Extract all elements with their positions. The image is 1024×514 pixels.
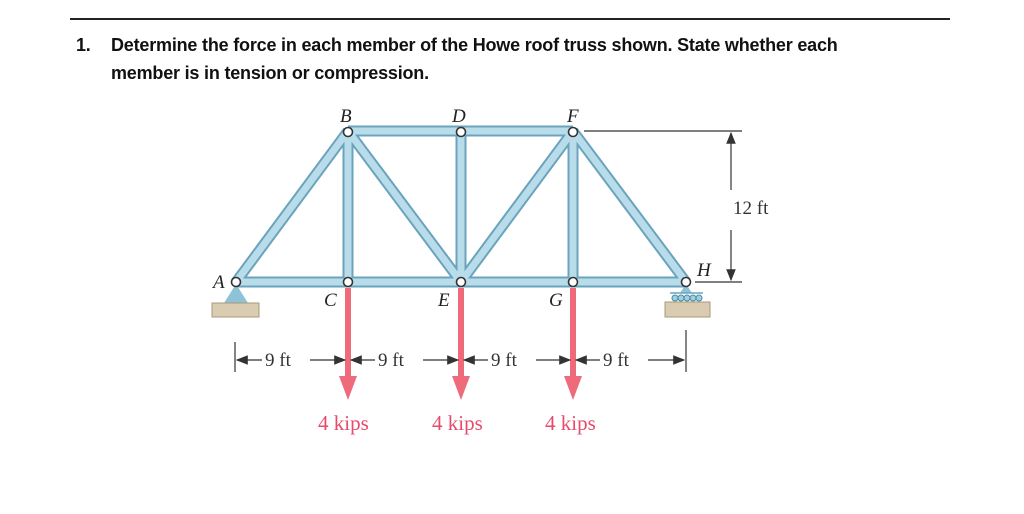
node-label-f: F [566,106,579,127]
top-rule [70,18,950,20]
joint-pins [230,126,692,288]
load-arrows [339,288,582,400]
problem-text-line2: member is in tension or compression. [111,63,429,83]
node-label-c: C [324,290,337,311]
span-dimensions [234,330,687,372]
node-label-b: B [340,106,352,127]
problem-number: 1. [76,35,91,55]
node-label-d: D [451,106,466,127]
load-label-c: 4 kips [318,411,369,435]
span-label-3: 9 ft [491,350,518,371]
pin-support-icon [211,284,260,318]
height-dimension [584,130,742,283]
roller-support-icon [664,284,711,318]
span-label-1: 9 ft [265,350,292,371]
node-label-h: H [696,260,712,281]
problem-text-line1: Determine the force in each member of th… [111,35,838,55]
node-label-g: G [549,290,563,311]
span-label-4: 9 ft [603,350,630,371]
load-label-g: 4 kips [545,411,596,435]
load-label-e: 4 kips [432,411,483,435]
node-label-e: E [437,290,450,311]
height-label: 12 ft [733,198,769,219]
node-label-a: A [211,272,225,293]
span-label-2: 9 ft [378,350,405,371]
